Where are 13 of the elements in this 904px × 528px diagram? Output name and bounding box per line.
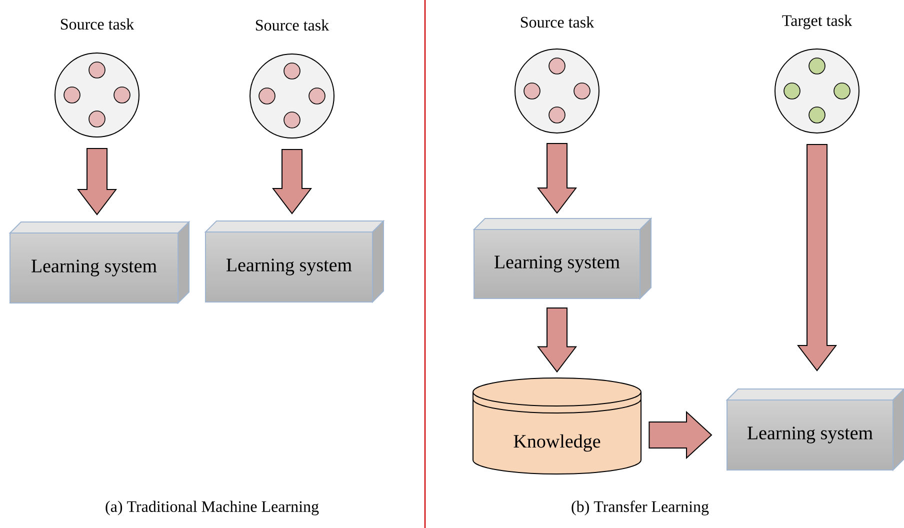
task-label: Target task (782, 14, 852, 30)
caption: (b) Transfer Learning (572, 500, 709, 516)
block-arrow (537, 143, 578, 214)
block-arrow (272, 149, 312, 214)
task-label: Source task (520, 16, 594, 28)
block-arrow (77, 148, 118, 216)
task-label: Source task (60, 18, 134, 30)
task-label: Source task (256, 19, 330, 31)
block-arrow (648, 410, 712, 460)
caption: (a) Traditional Machine Learning (106, 500, 319, 516)
block-arrow (537, 308, 578, 373)
knowledge-cylinder: Knowledge (472, 378, 642, 474)
block-arrow (797, 144, 838, 372)
